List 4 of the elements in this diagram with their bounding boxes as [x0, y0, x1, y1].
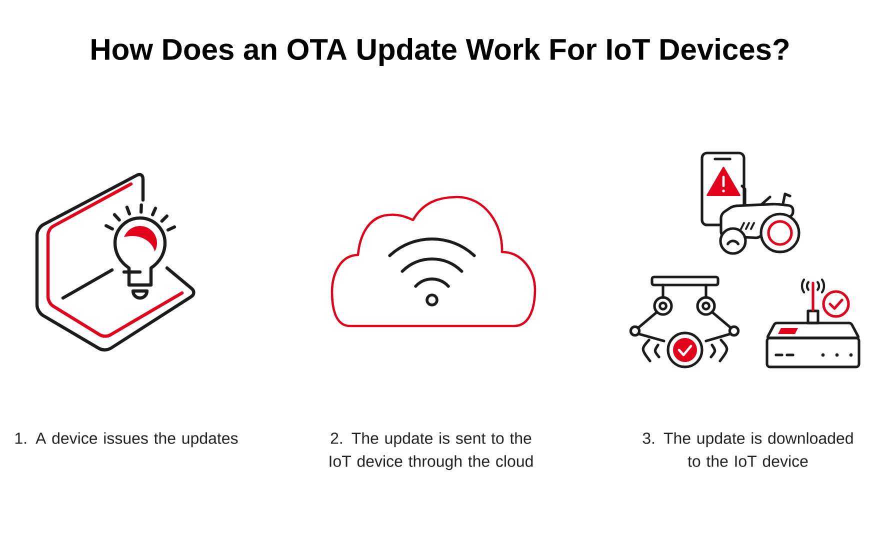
step-caption: 1. A device issues the updates	[15, 432, 238, 448]
title: How Does an OTA Update Work For IoT Devices?	[92, 38, 789, 66]
step-caption: 2. The update is sent to the IoT device through the cloud	[330, 432, 533, 470]
step-caption: 3. The update is downloaded to the IoT device	[642, 432, 853, 467]
